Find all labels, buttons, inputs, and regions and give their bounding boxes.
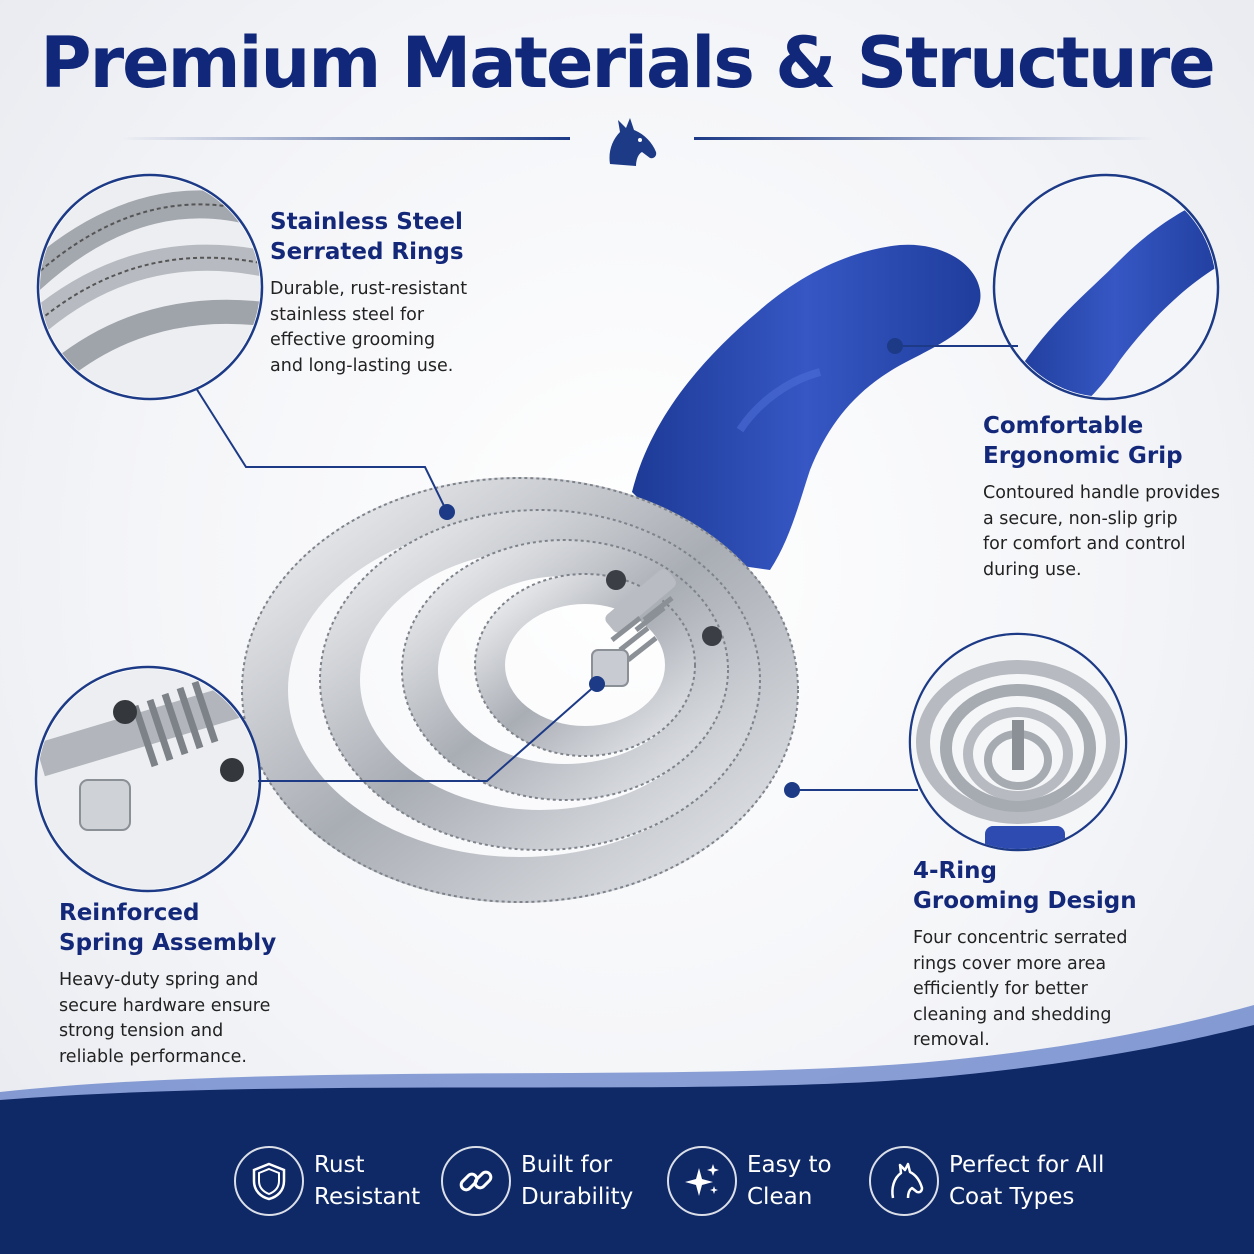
title-divider-left	[120, 137, 570, 140]
feature-heading: Reinforced Spring Assembly	[59, 900, 277, 956]
chain-link-icon	[459, 1170, 493, 1192]
feature-description: Heavy-duty spring and secure hardware en…	[59, 970, 271, 1067]
feature-spring: Reinforced Spring Assembly Heavy-duty sp…	[59, 898, 319, 1070]
leader-lines	[195, 345, 1018, 791]
feature-grip: Comfortable Ergonomic Grip Contoured han…	[983, 411, 1253, 583]
feature-description: Contoured handle provides a secure, non-…	[983, 483, 1220, 580]
badge-rust-resistant: Rust Resistant	[234, 1146, 420, 1216]
feature-heading: Comfortable Ergonomic Grip	[983, 413, 1183, 469]
callout-steel-rings	[36, 173, 264, 401]
feature-description: Four concentric serrated rings cover mor…	[913, 928, 1128, 1050]
badge-label: Perfect for All Coat Types	[949, 1152, 1105, 1210]
page-title: Premium Materials & Structure	[40, 22, 1215, 104]
badge-durability: Built for Durability	[441, 1146, 633, 1216]
callout-spring	[34, 665, 262, 893]
spring-graphic	[591, 569, 722, 687]
badge-label: Rust Resistant	[314, 1152, 421, 1210]
badge-coat-types: Perfect for All Coat Types	[869, 1146, 1104, 1216]
feature-heading: Stainless Steel Serrated Rings	[270, 209, 464, 265]
feature-description: Durable, rust-resistant stainless steel …	[270, 279, 468, 376]
handle-graphic	[632, 244, 981, 571]
steel-rings-graphic	[241, 477, 799, 903]
horse-head-icon	[891, 1162, 924, 1199]
title-divider-right	[694, 137, 1154, 140]
badge-label: Easy to Clean	[747, 1152, 832, 1210]
badge-label: Built for Durability	[521, 1152, 634, 1210]
shield-icon	[252, 1162, 286, 1201]
callout-rings	[908, 632, 1128, 852]
feature-steel-rings: Stainless Steel Serrated Rings Durable, …	[270, 207, 510, 379]
feature-heading: 4-Ring Grooming Design	[913, 858, 1137, 914]
callout-grip	[992, 173, 1220, 401]
horse-logo-icon	[609, 118, 657, 166]
feature-rings: 4-Ring Grooming Design Four concentric s…	[913, 856, 1173, 1054]
feature-badges: Rust Resistant Built for Durability Easy…	[0, 1138, 1254, 1238]
badge-easy-clean: Easy to Clean	[667, 1146, 832, 1216]
leader-dots	[439, 338, 903, 798]
sparkle-icon	[685, 1164, 719, 1196]
